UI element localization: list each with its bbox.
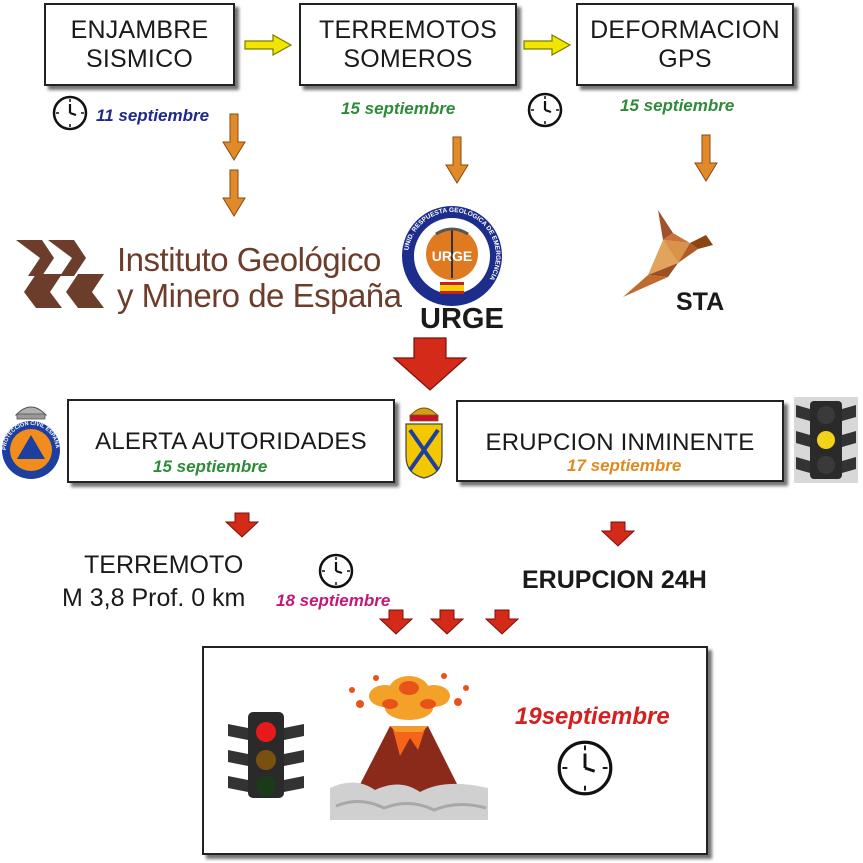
big-red-arrow-down <box>392 337 468 391</box>
yellow-arrow-1 <box>244 34 293 56</box>
date-17-septiembre: 17 septiembre <box>567 456 682 475</box>
terremoto-line1: TERREMOTO <box>84 551 244 579</box>
traffic-light-red-icon <box>228 712 304 798</box>
orange-arrow-down <box>222 169 246 217</box>
red-arrow-down <box>225 512 259 538</box>
box-final-erupcion <box>202 646 708 855</box>
red-arrow-down <box>379 609 413 635</box>
coat-of-arms-icon <box>405 407 443 479</box>
box-enjambre-line2: SISMICO <box>86 44 193 73</box>
box-erupcion-inminente: ERUPCION INMINENTE <box>456 400 784 482</box>
igme-name-line2: y Minero de España <box>117 277 402 314</box>
date-15-septiembre-gps: 15 septiembre <box>620 96 735 115</box>
date-11-septiembre: 11 septiembre <box>96 106 210 125</box>
date-18-septiembre: 18 septiembre <box>276 591 391 610</box>
terremoto-line2: M 3,8 Prof. 0 km <box>62 584 246 612</box>
date-15-septiembre-alerta: 15 septiembre <box>153 457 268 476</box>
date-19-septiembre: 19septiembre <box>515 703 670 730</box>
clock-icon <box>52 95 88 131</box>
erupcion-24h-label: ERUPCION 24H <box>522 566 707 594</box>
clock-icon <box>557 740 613 796</box>
box-terremotos-line2: SOMEROS <box>343 44 473 73</box>
urge-emblem-icon: URGE UNID. RESPUESTA GEOLÓGICA DE EMERGE… <box>402 206 502 306</box>
orange-arrow-down <box>222 113 246 161</box>
alerta-label: ALERTA AUTORIDADES <box>95 428 367 455</box>
sta-bird-icon <box>623 210 713 297</box>
date-15-septiembre-someros: 15 septiembre <box>341 99 456 118</box>
orange-arrow-down <box>694 134 718 182</box>
clock-icon <box>527 92 563 128</box>
box-terremotos-someros: TERREMOTOS SOMEROS <box>299 3 517 86</box>
box-alerta-autoridades: ALERTA AUTORIDADES <box>67 399 395 483</box>
traffic-light-yellow-icon <box>794 397 858 483</box>
urge-badge-text: URGE <box>432 248 472 264</box>
orange-arrow-down <box>445 136 469 184</box>
igme-name-line1: Instituto Geológico <box>117 241 381 278</box>
clock-icon <box>318 553 354 589</box>
box-deformacion-gps: DEFORMACION GPS <box>576 3 794 86</box>
box-enjambre-line1: ENJAMBRE <box>70 15 209 44</box>
urge-label: URGE <box>420 303 504 335</box>
proteccion-civil-emblem-icon: PROTECCION CIVIL ESPAÑA <box>2 406 60 479</box>
volcano-icon <box>330 673 488 820</box>
red-arrow-down <box>485 609 519 635</box>
box-deformacion-line2: GPS <box>658 44 712 73</box>
igme-logo-icon <box>16 240 104 308</box>
box-enjambre-sismico: ENJAMBRE SISMICO <box>44 3 235 86</box>
box-terremotos-line1: TERREMOTOS <box>319 15 497 44</box>
box-deformacion-line1: DEFORMACION <box>590 15 780 44</box>
yellow-arrow-2 <box>523 34 572 56</box>
sta-label: STA <box>676 288 725 316</box>
red-arrow-down <box>601 521 635 547</box>
erupcion-inminente-label: ERUPCION INMINENTE <box>485 429 755 456</box>
red-arrow-down <box>430 609 464 635</box>
